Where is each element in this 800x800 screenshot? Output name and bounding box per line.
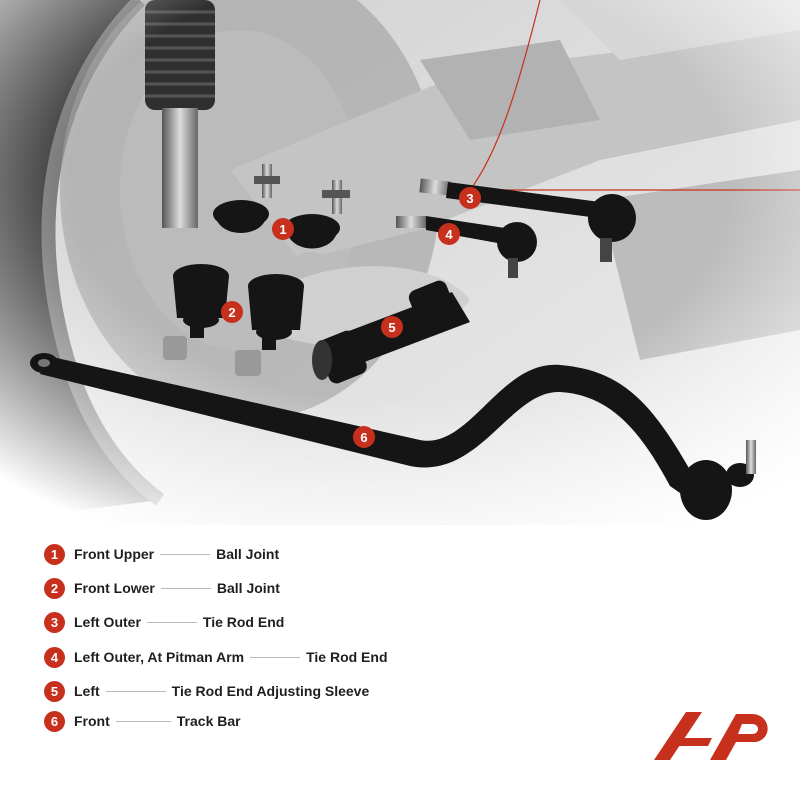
svg-text:5: 5 [388,320,395,335]
legend-divider [115,720,171,722]
svg-text:4: 4 [445,227,453,242]
legend-position: Left [74,683,100,699]
legend-row: 1 Front Upper Ball Joint [44,542,279,566]
svg-text:1: 1 [279,222,286,237]
svg-text:6: 6 [360,430,367,445]
legend-position: Front Upper [74,546,155,562]
legend-part: Tie Rod End [306,649,388,665]
legend-row: 4 Left Outer, At Pitman Arm Tie Rod End [44,645,388,669]
product-scene: 1 2 3 4 5 6 [0,0,800,525]
legend-position: Front Lower [74,580,155,596]
part-lower-ball-joints [163,264,304,376]
legend-divider [160,553,211,555]
part-track-bar [30,353,756,520]
legend-row: 6 Front Track Bar [44,709,241,733]
badge-6: 6 [353,426,375,448]
legend-row: 5 Left Tie Rod End Adjusting Sleeve [44,679,369,703]
badge-1: 1 [272,218,294,240]
legend-position: Left Outer [74,614,141,630]
legend-position: Left Outer, At Pitman Arm [74,649,245,665]
legend-part: Ball Joint [216,546,280,562]
vehicle-background [0,0,800,525]
badge-2: 2 [221,301,243,323]
legend-part: Track Bar [176,713,241,729]
svg-text:2: 2 [228,305,235,320]
legend-part: Tie Rod End Adjusting Sleeve [171,683,370,699]
legend-divider [105,690,166,692]
legend-row: 3 Left Outer Tie Rod End [44,610,284,634]
legend-number: 3 [44,611,65,633]
brand-logo-icon [654,712,768,760]
legend-row: 2 Front Lower Ball Joint [44,576,280,600]
svg-text:3: 3 [466,191,473,206]
badge-3: 3 [459,187,481,209]
legend-number: 1 [44,543,65,565]
legend-divider [160,587,211,589]
legend-number: 6 [44,710,65,732]
part-upper-ball-joints [213,164,350,264]
legend-part: Ball Joint [216,580,280,596]
legend-number: 2 [44,577,65,599]
legend-number: 4 [44,646,65,668]
legend-part: Tie Rod End [202,614,285,630]
badge-5: 5 [381,316,403,338]
legend-divider [146,621,197,623]
legend-number: 5 [44,680,65,702]
legend-divider [250,656,301,658]
part-outer-tie-rod-end [419,178,636,262]
legend-position: Front [74,713,110,729]
badge-4: 4 [438,223,460,245]
part-pitman-tie-rod-end [396,216,537,278]
